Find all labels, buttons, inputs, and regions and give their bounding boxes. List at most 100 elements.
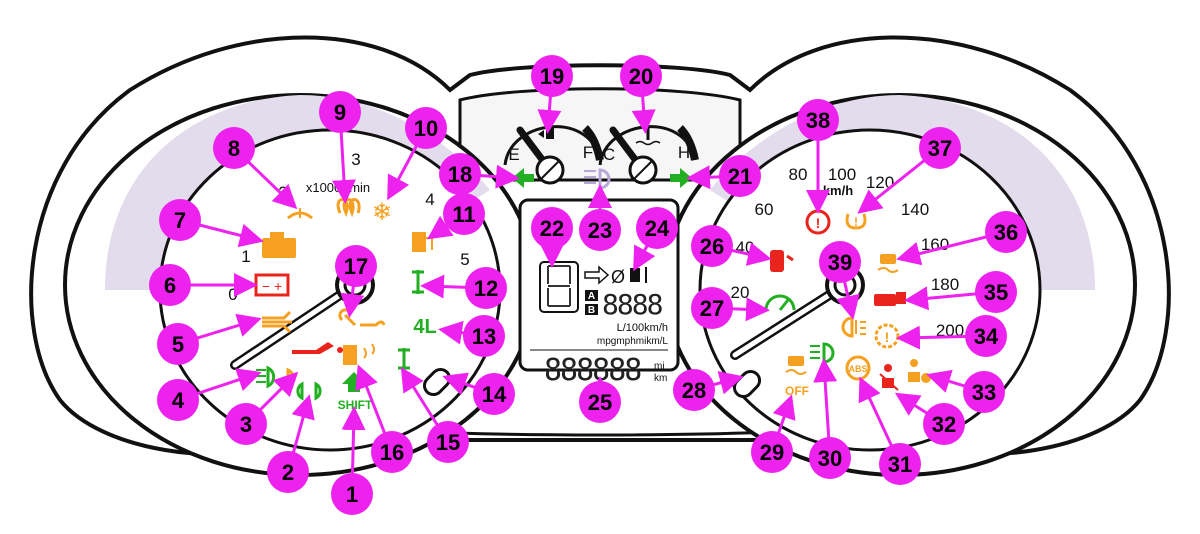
callout-number: 37 <box>928 136 952 161</box>
callout-5: 5 <box>157 313 262 365</box>
callout-number: 29 <box>760 440 784 465</box>
economy-digits: 8888 <box>602 288 663 321</box>
speedo-tick-label: 60 <box>755 200 774 219</box>
callout-bubble <box>985 211 1027 253</box>
speedo-tick-label: 20 <box>731 283 750 302</box>
callout-number: 14 <box>482 382 507 407</box>
odo-unit-mi: mi <box>654 361 665 372</box>
callout-21: 21 <box>686 155 761 197</box>
callout-number: 26 <box>700 234 724 259</box>
frost-warning-icon: ❄ <box>372 199 392 226</box>
callout-3: 3 <box>225 371 299 445</box>
callout-bubble <box>620 55 662 97</box>
callout-bubble <box>691 287 733 329</box>
callout-number: 9 <box>334 100 346 125</box>
callout-bubble <box>439 153 481 195</box>
svg-text:❄: ❄ <box>372 199 392 226</box>
abs-warning-icon: ABS <box>845 355 871 381</box>
callout-bubble <box>159 199 201 241</box>
water-in-fuel-icon <box>343 343 375 365</box>
callout-bubble <box>975 271 1017 313</box>
callout-number: 20 <box>629 64 653 89</box>
four-low-label: 4L <box>413 316 436 338</box>
callout-25: 25 <box>579 376 621 423</box>
callout-bubble <box>149 264 191 306</box>
callout-35: 35 <box>904 271 1017 313</box>
callout-24: 24 <box>633 207 678 272</box>
trip-a-label: A <box>588 291 595 302</box>
callout-6: 6 <box>149 264 258 306</box>
immobiliser-icon <box>874 292 906 306</box>
washer-fluid-icon <box>287 208 313 220</box>
callout-bubble <box>443 193 485 235</box>
callout-37: 37 <box>857 127 961 214</box>
callout-bubble <box>371 431 413 473</box>
callout-23: 23 <box>579 184 621 251</box>
callout-number: 6 <box>164 273 176 298</box>
callout-39: 39 <box>819 241 861 320</box>
callout-bubble <box>923 403 965 445</box>
callout-number: 30 <box>818 446 842 471</box>
callout-bubble <box>965 315 1007 357</box>
callout-34: 34 <box>896 315 1007 357</box>
callout-bubble <box>335 245 377 287</box>
callout-bubble <box>213 127 255 169</box>
callout-bubble <box>465 267 507 309</box>
svg-text:!: ! <box>885 329 890 345</box>
callout-bubble <box>963 371 1005 413</box>
callout-bubble <box>427 421 469 463</box>
callout-26: 26 <box>691 225 772 267</box>
speedo-unit-label: km/h <box>823 183 853 198</box>
callout-bubble <box>673 369 715 411</box>
callout-38: 38 <box>797 99 839 214</box>
right-turn-indicator-icon <box>670 168 692 188</box>
callout-bubble <box>579 381 621 423</box>
callout-15: 15 <box>400 366 469 463</box>
callout-number: 36 <box>994 220 1018 245</box>
callout-bubble <box>809 437 851 479</box>
shift-label: SHIFT <box>338 398 373 412</box>
callout-19: 19 <box>531 55 573 134</box>
callout-bubble <box>751 431 793 473</box>
callout-number: 2 <box>282 460 294 485</box>
callout-29: 29 <box>751 394 796 473</box>
callout-number: 38 <box>806 108 830 133</box>
engine-check-icon <box>262 232 296 258</box>
callout-bubble <box>225 403 267 445</box>
tacho-tick-label: 5 <box>460 250 469 269</box>
callout-bubble <box>719 155 761 197</box>
callout-bubble <box>691 225 733 267</box>
speedo-tick-label: 100 <box>828 165 856 184</box>
callout-number: 15 <box>436 430 460 455</box>
callout-number: 12 <box>474 276 498 301</box>
svg-text:!: ! <box>816 215 821 231</box>
tacho-tick-label: 4 <box>425 190 434 209</box>
callout-20: 20 <box>620 55 662 134</box>
callout-number: 19 <box>540 64 564 89</box>
callout-number: 24 <box>645 216 670 241</box>
abs-label: ABS <box>848 364 867 374</box>
economy-units: L/100km/h <box>617 322 668 334</box>
callout-number: 5 <box>172 332 184 357</box>
callout-7: 7 <box>159 199 264 248</box>
callout-number: 7 <box>174 208 186 233</box>
callout-number: 32 <box>932 412 956 437</box>
callout-number: 11 <box>452 202 475 227</box>
callout-14: 14 <box>442 372 515 415</box>
callout-11: 11 <box>427 193 485 240</box>
callout-number: 25 <box>588 390 612 415</box>
callout-13: 13 <box>438 315 505 357</box>
speedo-tick-label: 140 <box>901 200 929 219</box>
tacho-tick-label: 0 <box>228 285 237 304</box>
tacho-tick-label: 3 <box>351 150 360 169</box>
callout-number: 28 <box>682 378 706 403</box>
four-wheel-low-icon: 4L <box>413 316 436 338</box>
callout-10: 10 <box>387 107 447 201</box>
callout-bubble <box>797 99 839 141</box>
callout-bubble <box>879 443 921 485</box>
stability-control-icon <box>877 254 899 273</box>
callout-33: 33 <box>926 369 1005 413</box>
odo-unit-km: km <box>654 373 667 384</box>
